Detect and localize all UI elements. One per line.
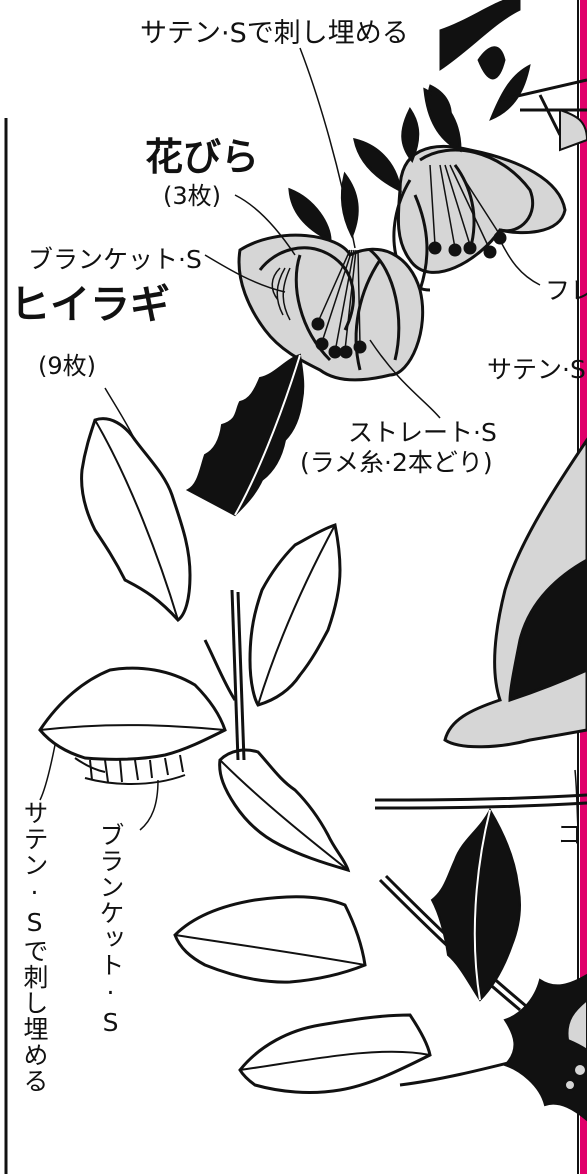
label-holly-count: (9枚) — [38, 352, 96, 380]
label-vertical-satin: サテン·Sで刺し埋める — [20, 800, 49, 1094]
label-vertical-blanket: ブランケット·S — [96, 822, 125, 1038]
label-blanket-left: ブランケット·S — [28, 245, 202, 274]
leader-lines — [39, 47, 579, 831]
blanket-stitch-detail — [74, 754, 186, 785]
label-straight-stitch: ストレート·S — [348, 418, 497, 447]
label-satin-cut: サテン·S — [487, 357, 586, 382]
label-french-cut: フレ — [545, 276, 587, 305]
holly-leaves-outline — [38, 417, 432, 1094]
label-petals-count: (3枚) — [163, 182, 221, 210]
label-holly-title: ヒイラギ — [10, 281, 170, 328]
black-holly-leaf-top — [185, 353, 305, 517]
stems — [203, 589, 587, 1087]
label-straight-note: (ラメ糸·2本どり) — [300, 448, 493, 477]
right-figure-shape — [443, 437, 587, 749]
flower-upper — [353, 87, 567, 292]
label-coral-cut: コ — [557, 820, 583, 849]
label-petals-title: 花びら — [145, 134, 260, 179]
poinsettia-flower — [503, 973, 587, 1122]
label-top-satin: サテン·Sで刺し埋める — [140, 18, 409, 49]
flower-left — [237, 171, 425, 382]
